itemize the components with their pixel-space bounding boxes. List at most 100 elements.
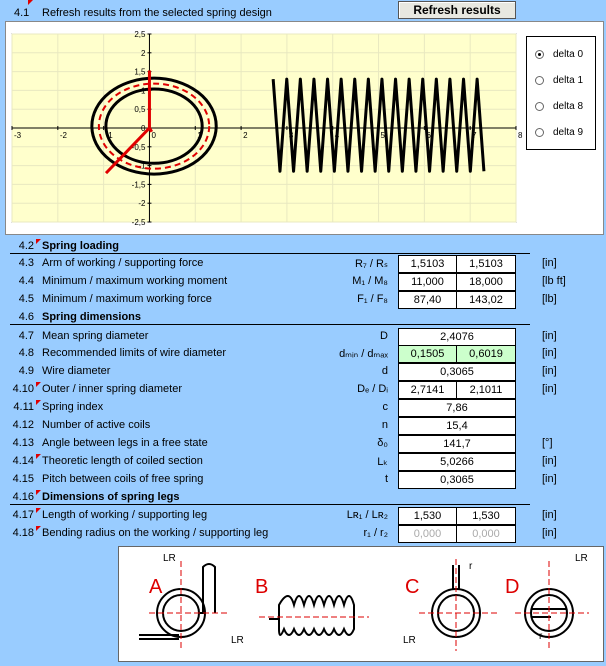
row-label: Arm of working / supporting force xyxy=(42,257,204,269)
radio-delta-1[interactable] xyxy=(535,76,544,85)
row-unit: [in] xyxy=(542,473,557,485)
row-symbol: d xyxy=(381,365,388,377)
value-cell-max[interactable]: 2,1011 xyxy=(456,381,516,399)
x-tick-label: 2 xyxy=(243,131,248,140)
value-cell-max[interactable]: 1,5103 xyxy=(456,255,516,273)
radio-label-delta-0: delta 0 xyxy=(553,49,584,60)
refresh-results-button[interactable]: Refresh results xyxy=(398,1,516,19)
row-number: 4.16 xyxy=(12,491,34,503)
coil-side-view xyxy=(271,77,486,173)
leg-dimensions-diagram: A LR B LR C r LR D LR r xyxy=(118,546,604,662)
x-tick-label: 0 xyxy=(151,131,156,140)
value-cell-max[interactable]: 0,000 xyxy=(456,525,516,543)
row-label: Outer / inner spring diameter xyxy=(42,383,183,395)
row-label: Spring loading xyxy=(42,240,119,252)
comment-marker xyxy=(36,490,41,495)
radio-label-delta-9: delta 9 xyxy=(553,127,584,138)
diagram-lr-c: LR xyxy=(403,635,416,646)
row-number: 4.17 xyxy=(12,509,34,521)
inner-diameter-circle xyxy=(104,87,204,165)
value-cell-max[interactable]: 18,000 xyxy=(456,273,516,291)
row-symbol: R₇ / Rₛ xyxy=(355,258,388,270)
row-symbol: D xyxy=(380,330,388,342)
row-symbol: F₁ / F₈ xyxy=(357,293,388,305)
y-tick-label: 0,5 xyxy=(134,105,146,114)
row-label: Theoretic length of coiled section xyxy=(42,455,203,467)
y-tick-label: -1,5 xyxy=(132,180,146,189)
value-cell[interactable]: 7,86 xyxy=(398,399,516,417)
y-tick-label: -2,5 xyxy=(132,218,146,227)
section-underline xyxy=(10,504,530,505)
row-number: 4.6 xyxy=(18,311,34,323)
row-number: 4.8 xyxy=(18,347,34,359)
value-cell[interactable]: 0,3065 xyxy=(398,471,516,489)
radio-delta-8[interactable] xyxy=(535,102,544,111)
row-label: Number of active coils xyxy=(42,419,151,431)
value-cell[interactable]: 0,3065 xyxy=(398,363,516,381)
diagram-r-d: r xyxy=(539,631,543,642)
value-cell-min[interactable]: 0,000 xyxy=(398,525,457,543)
row-label: Recommended limits of wire diameter xyxy=(42,347,227,359)
row-label: Spring index xyxy=(42,401,104,413)
x-tick-label: 8 xyxy=(518,131,523,140)
row-unit: [in] xyxy=(542,347,557,359)
leg-joint xyxy=(148,127,154,133)
y-tick-label: 0 xyxy=(141,124,146,133)
row-symbol: r₁ / r₂ xyxy=(363,527,388,539)
refresh-label: Refresh results from the selected spring… xyxy=(42,7,272,19)
row-unit: [in] xyxy=(542,330,557,342)
row-number: 4.12 xyxy=(12,419,34,431)
row-label: Dimensions of spring legs xyxy=(42,491,180,503)
row-unit: [lb ft] xyxy=(542,275,566,287)
value-cell-min[interactable]: 1,5103 xyxy=(398,255,457,273)
value-cell-min[interactable]: 2,7141 xyxy=(398,381,457,399)
y-tick-label: -1 xyxy=(138,162,146,171)
leg-diagram-svg: A LR B LR C r LR D LR r xyxy=(139,553,589,651)
row-number: 4.5 xyxy=(18,293,34,305)
row-number: 4.15 xyxy=(12,473,34,485)
leg-angled xyxy=(104,126,151,175)
row-number: 4.2 xyxy=(18,240,34,252)
row-number: 4.4 xyxy=(18,275,34,287)
row-label: Mean spring diameter xyxy=(42,330,149,342)
comment-marker xyxy=(36,508,41,513)
value-cell-max[interactable]: 1,530 xyxy=(456,507,516,525)
value-cell-min[interactable]: 11,000 xyxy=(398,273,457,291)
comment-marker xyxy=(36,400,41,405)
row-unit: [in] xyxy=(542,257,557,269)
y-tick-label: 1,5 xyxy=(134,68,146,77)
comment-marker xyxy=(36,526,41,531)
value-cell[interactable]: 15,4 xyxy=(398,417,516,435)
row-unit: [in] xyxy=(542,509,557,521)
row-label: Pitch between coils of free spring xyxy=(42,473,204,485)
row-symbol: Lʀ₁ / Lʀ₂ xyxy=(346,509,388,521)
value-cell-min[interactable]: 0,1505 xyxy=(398,345,457,363)
diagram-label-b: B xyxy=(255,576,268,598)
value-cell[interactable]: 5,0266 xyxy=(398,453,516,471)
y-tick-label: -0,5 xyxy=(132,143,146,152)
row-label: Wire diameter xyxy=(42,365,111,377)
comment-marker xyxy=(36,382,41,387)
x-tick-label: -3 xyxy=(14,131,22,140)
value-cell-min[interactable]: 1,530 xyxy=(398,507,457,525)
value-cell-max[interactable]: 0,6019 xyxy=(456,345,516,363)
value-cell-min[interactable]: 87,40 xyxy=(398,291,457,309)
row-symbol: dₘᵢₙ / dₘₐₓ xyxy=(339,348,388,360)
row-unit: [°] xyxy=(542,437,553,449)
y-tick-label: 2,5 xyxy=(134,30,146,39)
row-unit: [in] xyxy=(542,365,557,377)
radio-label-delta-1: delta 1 xyxy=(553,75,584,86)
value-cell[interactable]: 2,4076 xyxy=(398,328,516,346)
diagram-label-d: D xyxy=(505,576,519,598)
row-label: Minimum / maximum working force xyxy=(42,293,212,305)
radio-delta-0[interactable] xyxy=(535,50,544,59)
radio-delta-9[interactable] xyxy=(535,128,544,137)
diagram-lr-d: LR xyxy=(575,553,588,564)
outer-diameter-circle xyxy=(90,76,218,176)
value-cell[interactable]: 141,7 xyxy=(398,435,516,453)
value-cell-max[interactable]: 143,02 xyxy=(456,291,516,309)
section-underline xyxy=(10,253,530,254)
section-underline xyxy=(10,324,530,325)
y-tick-label: 2 xyxy=(141,49,146,58)
